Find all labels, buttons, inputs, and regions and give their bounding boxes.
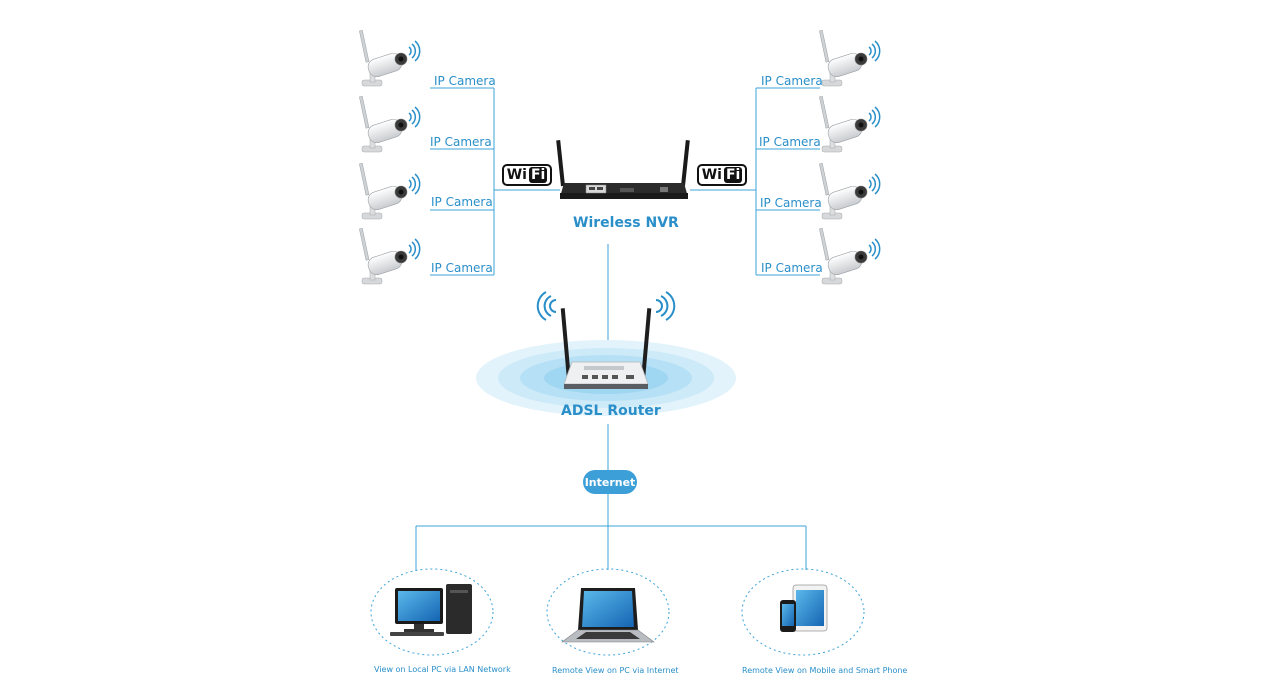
camera-label: IP Camera: [431, 195, 493, 209]
camera-icon: [818, 227, 881, 285]
camera-label: IP Camera: [760, 196, 822, 210]
router-label: ADSL Router: [561, 403, 661, 419]
camera-label: IP Camera: [761, 74, 823, 88]
wifi-logo-text: Fi: [528, 167, 548, 183]
router-icon: [560, 308, 652, 389]
nvr-label: Wireless NVR: [573, 215, 679, 231]
wifi-logo-text: Wi: [506, 167, 527, 183]
camera-label: IP Camera: [431, 261, 493, 275]
internet-cloud: Internet: [583, 470, 637, 494]
camera-label: IP Camera: [761, 261, 823, 275]
camera-icon: [358, 162, 421, 220]
camera-icon: [358, 29, 421, 87]
client-ring: [741, 568, 865, 656]
left-camera-links: [430, 87, 560, 276]
camera-label: IP Camera: [430, 135, 492, 149]
wifi-signal-icon: [655, 291, 676, 321]
camera-label: IP Camera: [759, 135, 821, 149]
nvr-icon: [556, 140, 690, 199]
camera-icon: [358, 95, 421, 153]
view-caption-mobile: Remote View on Mobile and Smart Phone: [742, 666, 908, 675]
camera-icon: [358, 227, 421, 285]
client-ring: [546, 568, 670, 656]
tablet-phone-icon: [780, 584, 828, 632]
view-caption-remote-pc: Remote View on PC via Internet: [552, 666, 679, 675]
internet-client-links: [415, 494, 807, 570]
wifi-signal-icon: [536, 291, 557, 321]
camera-icon: [818, 95, 881, 153]
right-camera-links: [690, 87, 820, 276]
wifi-logo-text: Wi: [701, 167, 722, 183]
laptop-icon: [561, 588, 655, 643]
view-caption-local-pc: View on Local PC via LAN Network: [374, 665, 511, 674]
camera-icon: [818, 29, 881, 87]
camera-label: IP Camera: [434, 74, 496, 88]
wifi-logo-text: Fi: [723, 167, 743, 183]
desktop-pc-icon: [390, 584, 472, 636]
client-ring: [370, 568, 494, 656]
camera-icon: [818, 162, 881, 220]
internet-label: Internet: [584, 475, 636, 489]
